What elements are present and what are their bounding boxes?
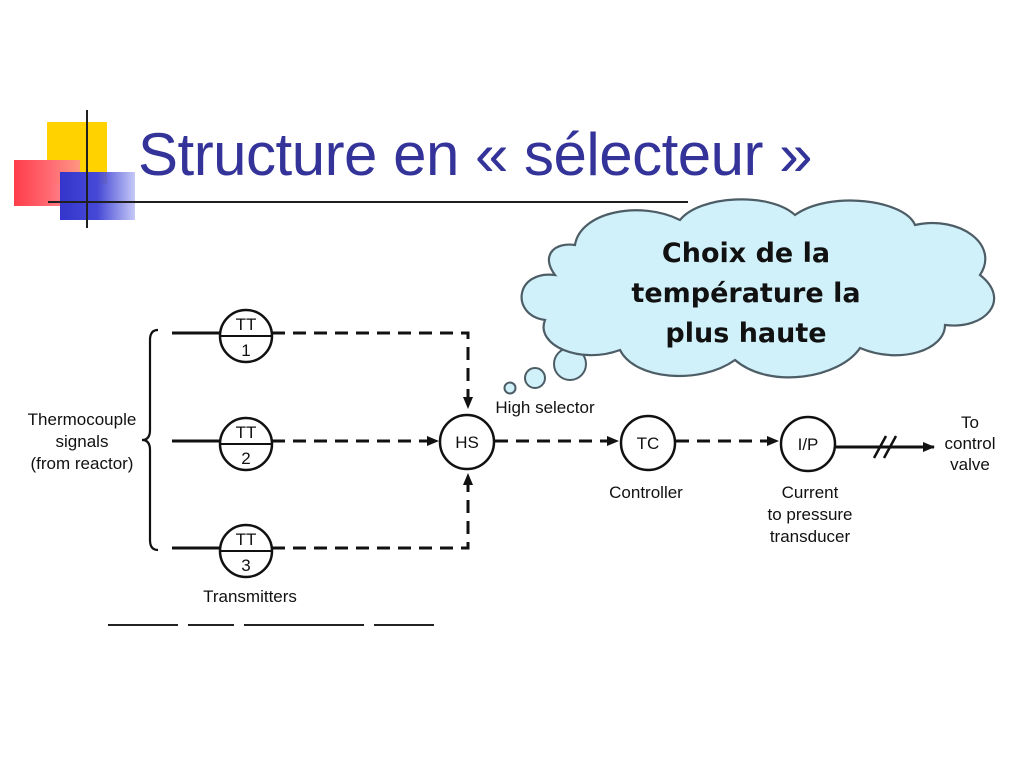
tt3-tag: TT bbox=[236, 530, 257, 549]
pneumatic-hash-2 bbox=[882, 435, 898, 459]
clipped-figure-caption bbox=[108, 616, 488, 626]
high-selector-node: HS bbox=[438, 413, 496, 471]
callout-line-2: température la bbox=[631, 278, 860, 309]
title-underline-rule bbox=[48, 201, 688, 203]
input-brace bbox=[141, 328, 159, 552]
thought-bubble-small bbox=[503, 381, 517, 395]
thermocouple-label-line-3: (from reactor) bbox=[31, 454, 134, 473]
vertical-rule-decoration bbox=[86, 110, 88, 228]
dashed-link-tt1-hs bbox=[272, 331, 473, 409]
control-valve-label-line-1: To bbox=[961, 413, 979, 432]
callout-line-3: plus haute bbox=[665, 318, 826, 349]
transducer-label-line-2: to pressure bbox=[767, 505, 852, 524]
cloud-shape bbox=[520, 198, 996, 379]
high-selector-label: High selector bbox=[495, 398, 595, 417]
slide-title: Structure en « sélecteur » bbox=[138, 121, 813, 188]
transducer-label-line-1: Current bbox=[782, 483, 839, 502]
thought-cloud-callout: Choix de la température la plus haute bbox=[503, 198, 996, 395]
transmitters-label: Transmitters bbox=[203, 587, 297, 606]
thought-bubble-medium bbox=[524, 367, 546, 389]
thermocouple-label-line-2: signals bbox=[56, 432, 109, 451]
dashed-link-tt3-hs bbox=[272, 473, 473, 550]
control-valve-label-line-2: control bbox=[944, 434, 995, 453]
ip-transducer-node: I/P bbox=[779, 415, 837, 473]
temperature-controller-node: TC bbox=[619, 414, 677, 472]
tt2-tag: TT bbox=[236, 423, 257, 442]
transmitter-tt2: TT 2 bbox=[218, 416, 274, 472]
tc-tag: TC bbox=[637, 434, 660, 453]
blue-square-decoration bbox=[60, 172, 135, 220]
transmitter-tt1: TT 1 bbox=[218, 308, 274, 364]
tt1-number: 1 bbox=[241, 341, 250, 360]
callout-line-1: Choix de la bbox=[662, 238, 830, 269]
controller-label: Controller bbox=[609, 483, 683, 502]
thermocouple-label-line-1: Thermocouple bbox=[28, 410, 137, 429]
tt3-number: 3 bbox=[241, 556, 250, 575]
transducer-label-line-3: transducer bbox=[770, 527, 851, 546]
transmitter-tt3: TT 3 bbox=[218, 523, 274, 579]
hs-tag: HS bbox=[455, 433, 479, 452]
pneumatic-hash-1 bbox=[872, 435, 888, 459]
tt2-number: 2 bbox=[241, 449, 250, 468]
tt1-tag: TT bbox=[236, 315, 257, 334]
ip-tag: I/P bbox=[798, 435, 819, 454]
control-valve-label-line-3: valve bbox=[950, 455, 990, 474]
